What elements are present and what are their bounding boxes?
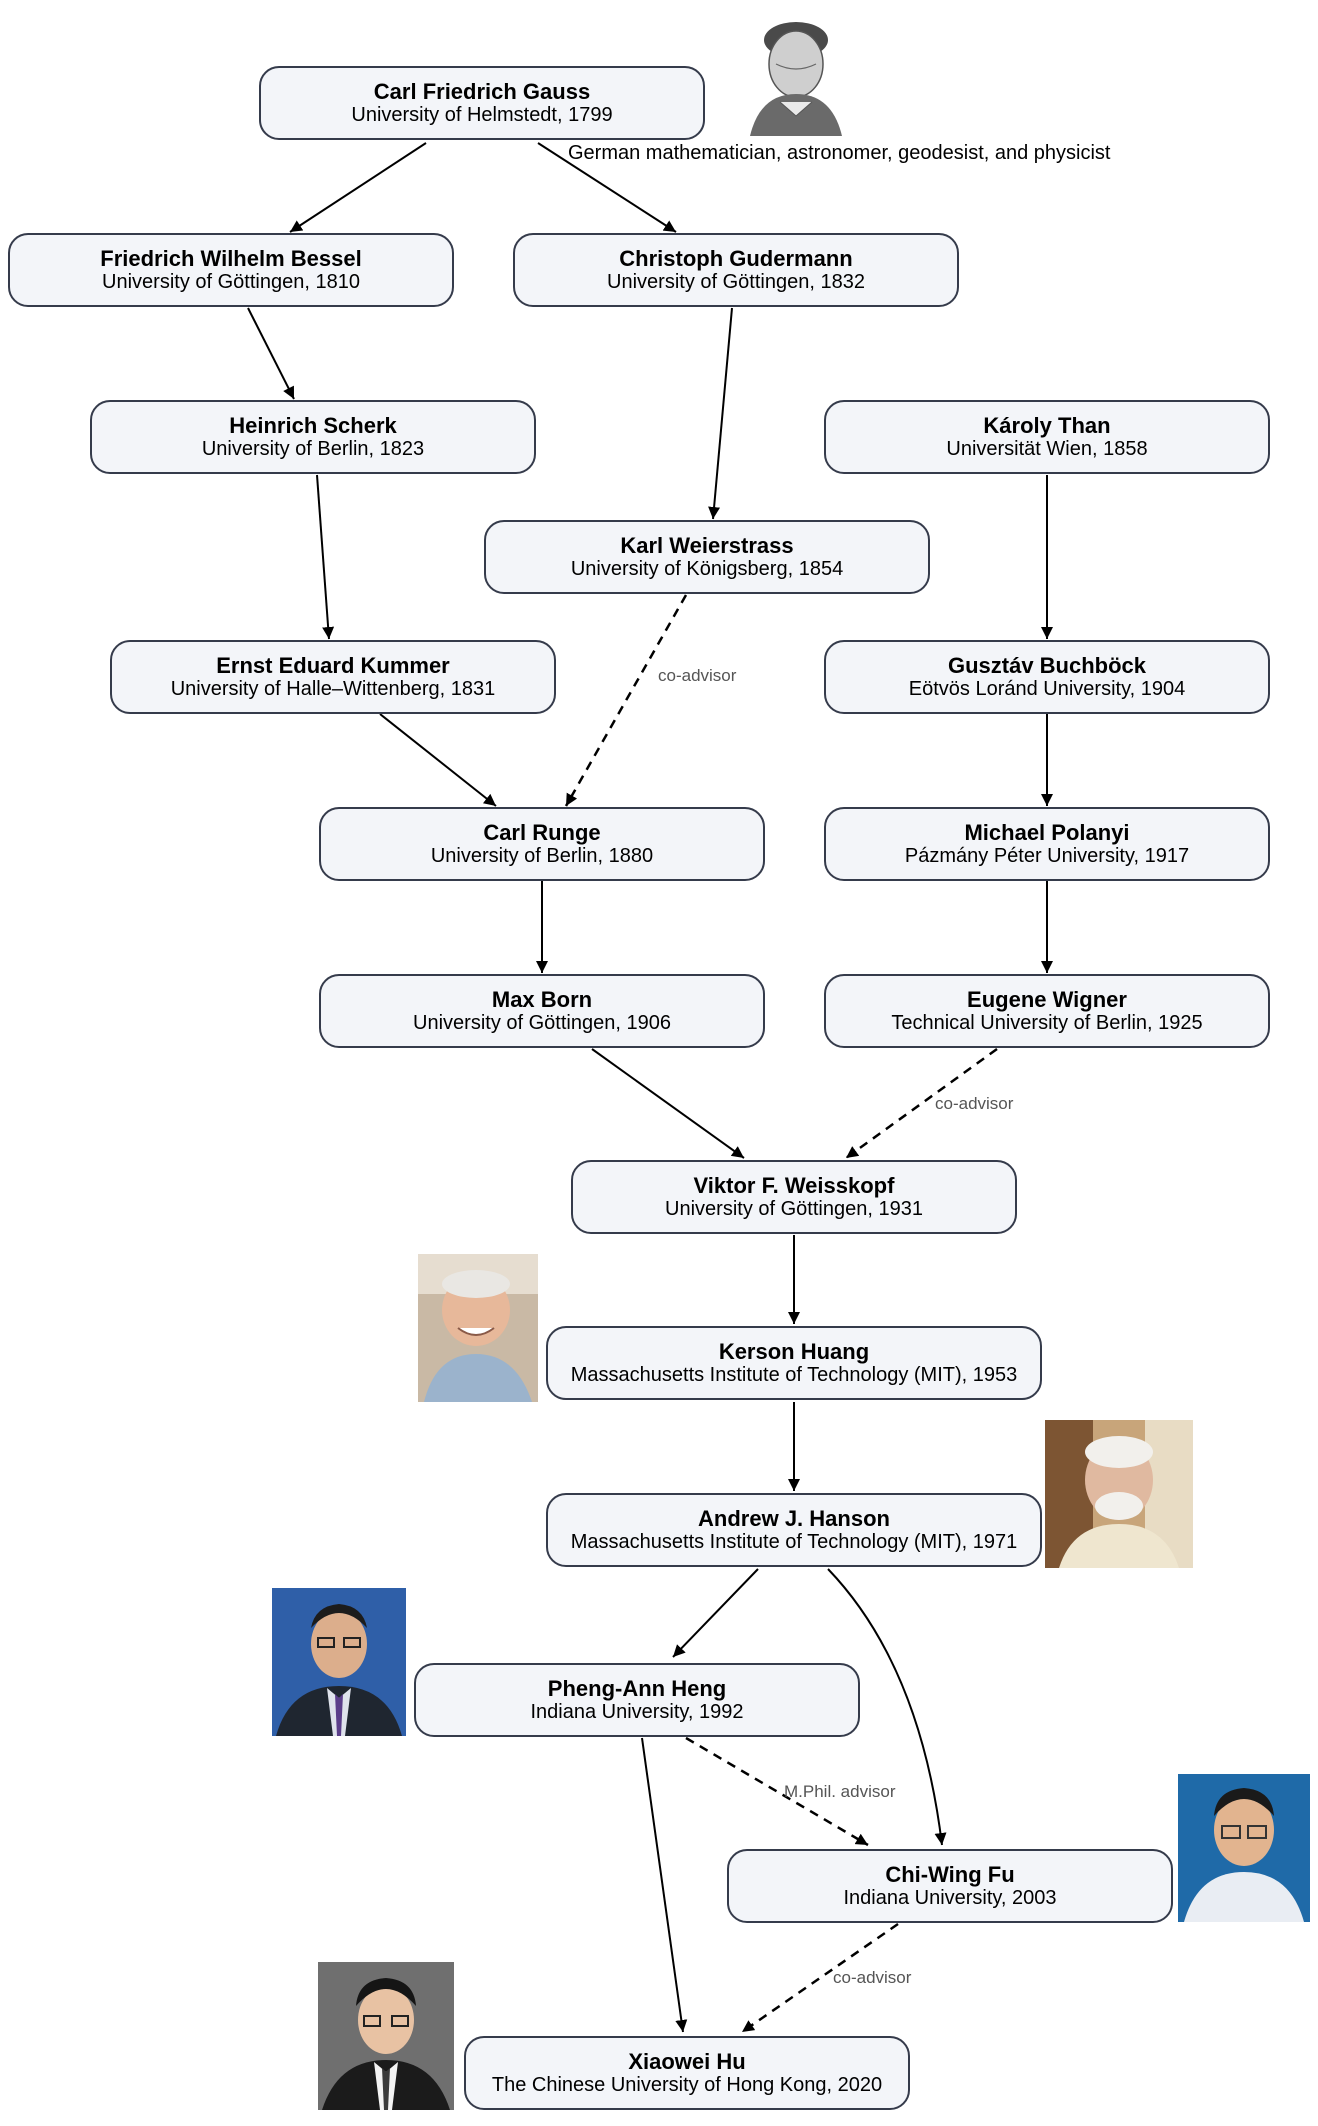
gauss-portrait — [740, 6, 852, 136]
heng-portrait — [272, 1588, 406, 1736]
node-weierstrass[interactable]: Karl Weierstrass University of Königsber… — [484, 520, 930, 594]
gauss-description: German mathematician, astronomer, geodes… — [568, 142, 1111, 164]
person-name: Kerson Huang — [718, 1339, 870, 1364]
person-name: Heinrich Scherk — [229, 413, 397, 438]
edge-heng-fu — [685, 1736, 869, 1847]
person-name: Chi-Wing Fu — [885, 1862, 1015, 1887]
edge-gauss-bessel — [289, 142, 427, 233]
node-hanson[interactable]: Andrew J. Hanson Massachusetts Institute… — [546, 1493, 1042, 1567]
person-name: Károly Than — [983, 413, 1111, 438]
person-name: Carl Friedrich Gauss — [373, 79, 591, 104]
institution-year: Technical University of Berlin, 1925 — [891, 1012, 1203, 1034]
node-gauss[interactable]: Carl Friedrich Gauss University of Helms… — [259, 66, 705, 140]
node-scherk[interactable]: Heinrich Scherk University of Berlin, 18… — [90, 400, 536, 474]
person-name: Viktor F. Weisskopf — [693, 1173, 895, 1198]
edge-bessel-scherk — [247, 307, 295, 400]
institution-year: University of Göttingen, 1810 — [102, 271, 360, 293]
edge-hanson-heng — [672, 1568, 759, 1658]
institution-year: Massachusetts Institute of Technology (M… — [570, 1531, 1018, 1553]
edge-label-coadvisor: co-advisor — [935, 1094, 1014, 1113]
institution-year: University of Helmstedt, 1799 — [351, 104, 613, 126]
node-wigner[interactable]: Eugene Wigner Technical University of Be… — [824, 974, 1270, 1048]
fu-portrait — [1178, 1774, 1310, 1922]
hanson-portrait — [1045, 1420, 1193, 1568]
node-huang[interactable]: Kerson Huang Massachusetts Institute of … — [546, 1326, 1042, 1400]
node-hu[interactable]: Xiaowei Hu The Chinese University of Hon… — [464, 2036, 910, 2110]
person-name: Ernst Eduard Kummer — [216, 653, 450, 678]
node-heng[interactable]: Pheng-Ann Heng Indiana University, 1992 — [414, 1663, 860, 1737]
node-kummer[interactable]: Ernst Eduard Kummer University of Halle–… — [110, 640, 556, 714]
person-name: Max Born — [491, 987, 593, 1012]
institution-year: The Chinese University of Hong Kong, 202… — [491, 2074, 883, 2096]
edge-born-weisskopf — [591, 1048, 745, 1159]
edge-label-coadvisor: co-advisor — [658, 666, 737, 685]
hu-portrait — [318, 1962, 454, 2110]
institution-year: University of Göttingen, 1832 — [607, 271, 865, 293]
edge-label-coadvisor: co-advisor — [833, 1968, 912, 1987]
institution-year: Massachusetts Institute of Technology (M… — [570, 1364, 1018, 1386]
institution-year: University of Königsberg, 1854 — [570, 558, 844, 580]
institution-year: Indiana University, 1992 — [530, 1701, 744, 1723]
node-gudermann[interactable]: Christoph Gudermann University of Göttin… — [513, 233, 959, 307]
institution-year: Indiana University, 2003 — [843, 1887, 1057, 1909]
edge-gudermann-weierstrass — [708, 307, 733, 520]
node-born[interactable]: Max Born University of Göttingen, 1906 — [319, 974, 765, 1048]
edge-weierstrass-runge — [564, 594, 688, 807]
institution-year: University of Halle–Wittenberg, 1831 — [170, 678, 496, 700]
node-polanyi[interactable]: Michael Polanyi Pázmány Péter University… — [824, 807, 1270, 881]
edge-hanson-fu — [827, 1568, 947, 1846]
person-name: Christoph Gudermann — [619, 246, 853, 271]
edge-kummer-runge — [379, 713, 497, 807]
node-bessel[interactable]: Friedrich Wilhelm Bessel University of G… — [8, 233, 454, 307]
node-runge[interactable]: Carl Runge University of Berlin, 1880 — [319, 807, 765, 881]
person-name: Karl Weierstrass — [620, 533, 794, 558]
person-name: Eugene Wigner — [967, 987, 1127, 1012]
person-name: Friedrich Wilhelm Bessel — [100, 246, 362, 271]
institution-year: Universität Wien, 1858 — [946, 438, 1148, 460]
person-name: Gusztáv Buchböck — [947, 653, 1147, 678]
node-buchbock[interactable]: Gusztáv Buchböck Eötvös Loránd Universit… — [824, 640, 1270, 714]
person-name: Xiaowei Hu — [628, 2049, 746, 2074]
node-weisskopf[interactable]: Viktor F. Weisskopf University of Göttin… — [571, 1160, 1017, 1234]
institution-year: University of Göttingen, 1931 — [665, 1198, 923, 1220]
huang-portrait — [418, 1254, 538, 1402]
institution-year: Pázmány Péter University, 1917 — [904, 845, 1190, 867]
edge-label-mphil-advisor: M.Phil. advisor — [784, 1782, 896, 1801]
edge-gauss-gudermann — [537, 142, 677, 233]
node-fu[interactable]: Chi-Wing Fu Indiana University, 2003 — [727, 1849, 1173, 1923]
person-name: Pheng-Ann Heng — [547, 1676, 727, 1701]
person-name: Carl Runge — [483, 820, 601, 845]
institution-year: University of Göttingen, 1906 — [413, 1012, 671, 1034]
edge-heng-hu — [641, 1737, 688, 2033]
person-name: Michael Polanyi — [964, 820, 1130, 845]
person-name: Andrew J. Hanson — [698, 1506, 890, 1531]
node-than[interactable]: Károly Than Universität Wien, 1858 — [824, 400, 1270, 474]
institution-year: University of Berlin, 1880 — [430, 845, 654, 867]
institution-year: Eötvös Loránd University, 1904 — [908, 678, 1186, 700]
institution-year: University of Berlin, 1823 — [201, 438, 425, 460]
edge-scherk-kummer — [316, 474, 335, 640]
